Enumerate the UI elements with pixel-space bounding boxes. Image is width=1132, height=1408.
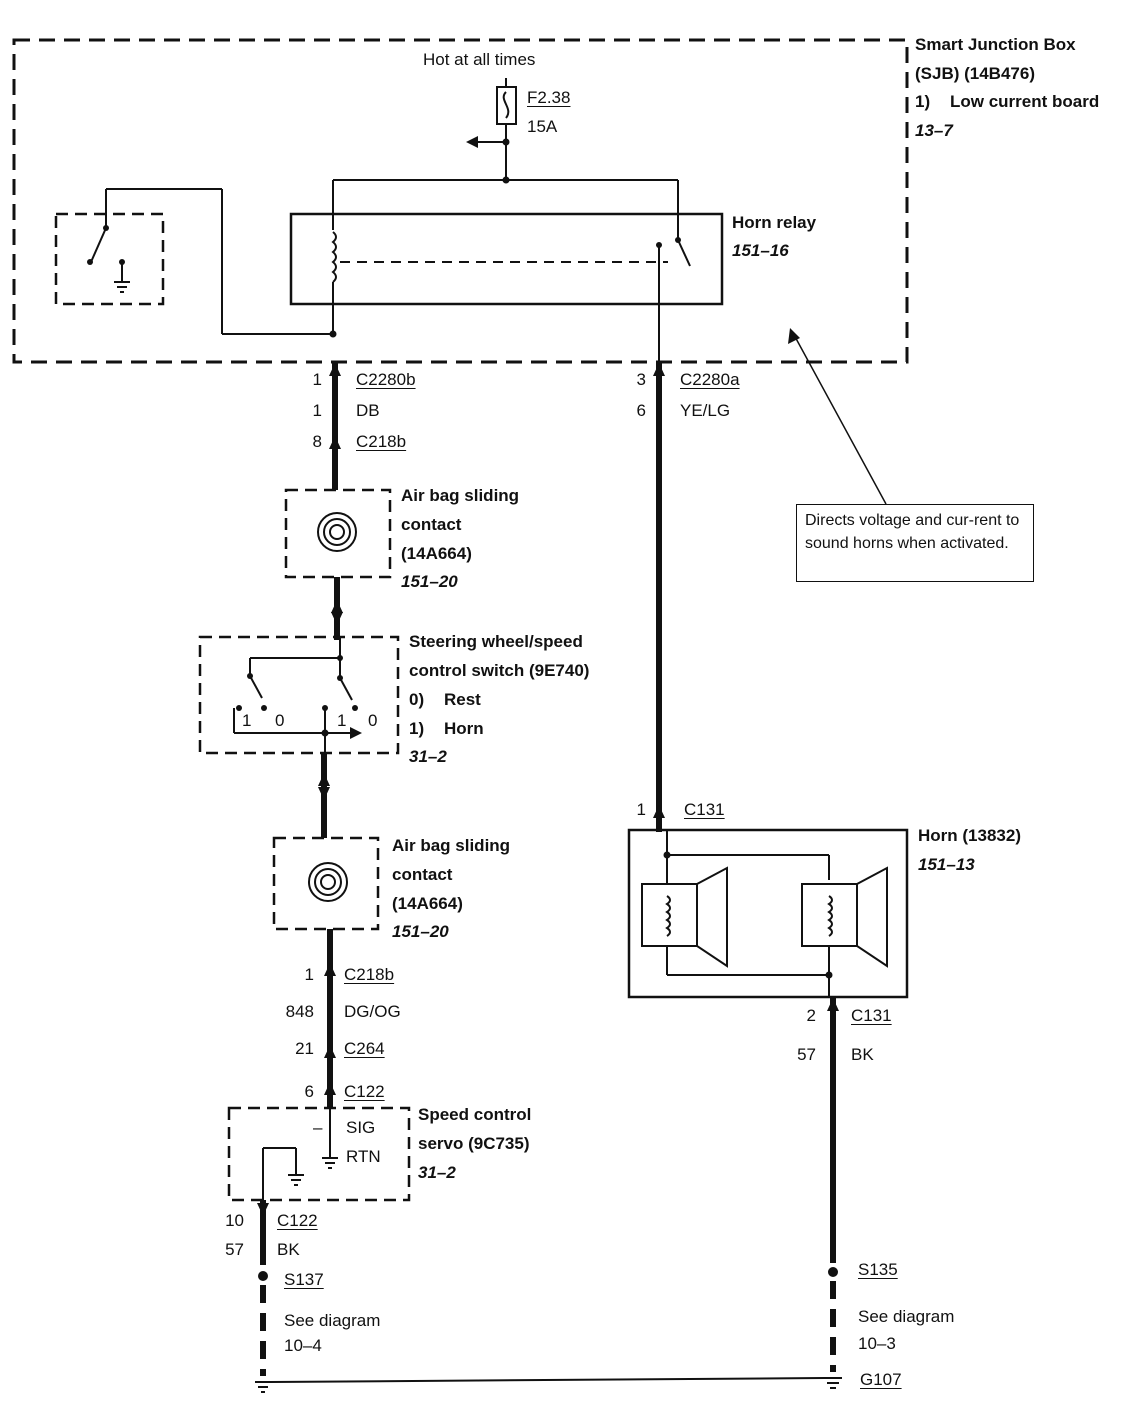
circuit-1: 1: [312, 401, 322, 420]
steering-switch-box: [198, 635, 400, 755]
conn-c2280a: C2280a: [680, 370, 740, 389]
conn-c218b-upper: C218b: [356, 432, 407, 451]
circuit-57-left: 57: [225, 1240, 244, 1259]
circuit-848: 848: [285, 1002, 314, 1021]
sjb-title: Smart Junction Box: [915, 35, 1076, 54]
pin-c264: 21: [295, 1039, 314, 1058]
sjb-internal-switch-box: [54, 212, 165, 306]
horn-label: Horn (13832): [918, 826, 1021, 845]
horn-box: [627, 828, 909, 999]
horn-relay-label: Horn relay: [732, 213, 817, 232]
steering-opt0-label: Rest: [444, 690, 481, 709]
servo-internals: [262, 1108, 338, 1215]
steering-switches: [233, 637, 362, 760]
airbag-lower-line1: Air bag sliding: [392, 836, 511, 855]
conn-c131-ground: C131: [851, 1006, 892, 1025]
switch-pos-b0: 0: [368, 711, 378, 730]
servo-line1: Speed control: [418, 1105, 532, 1124]
airbag-lower-line2: contact: [392, 865, 453, 884]
fuse-symbol: [466, 78, 517, 184]
steering-opt0-num: 0): [409, 690, 425, 709]
servo-ref: 31–2: [418, 1163, 456, 1182]
circuit-6: 6: [636, 401, 646, 420]
fuse-id: F2.38: [527, 88, 571, 107]
steering-switch-line2: control switch (9E740): [409, 661, 590, 680]
conn-c131-horn: C131: [684, 800, 725, 819]
steering-opt1-label: Horn: [444, 719, 484, 738]
clockspring-upper: [317, 512, 357, 552]
steering-switch-line1: Steering wheel/speed: [409, 632, 583, 651]
conn-c122-upper: C122: [344, 1082, 385, 1101]
color-db: DB: [356, 401, 380, 420]
see-diagram-left-ref: 10–4: [284, 1336, 322, 1355]
circuit-57-right: 57: [797, 1045, 816, 1064]
airbag-upper-line3: (14A664): [401, 544, 472, 563]
switch-pos-b1: 1: [337, 711, 347, 730]
horn-relay-ref: 151–16: [732, 241, 789, 260]
splice-s135-label: S135: [858, 1260, 898, 1279]
pin-c2280a: 3: [636, 370, 646, 389]
sjb-internal-switch: [87, 188, 337, 338]
servo-minus: –: [313, 1118, 323, 1137]
splice-s137: [258, 1271, 268, 1281]
steering-switch-ref: 31–2: [409, 747, 447, 766]
horn-internals: [641, 830, 888, 997]
sjb-ref: 13–7: [915, 121, 953, 140]
pin-c122-lower: 10: [225, 1211, 244, 1230]
conn-c2280b: C2280b: [356, 370, 416, 389]
conn-c264: C264: [344, 1039, 385, 1058]
splice-s137-label: S137: [284, 1270, 324, 1289]
sjb-dashed-box: [12, 38, 909, 364]
servo-line2: servo (9C735): [418, 1134, 530, 1153]
clockspring-lower: [308, 862, 348, 902]
airbag-upper-line1: Air bag sliding: [401, 486, 520, 505]
relay-contact: [656, 237, 691, 372]
relay-coil: [331, 231, 337, 334]
splice-s135: [828, 1267, 838, 1277]
servo-sig: SIG: [346, 1118, 376, 1137]
see-diagram-right-ref: 10–3: [858, 1334, 896, 1353]
pin-c122-upper: 6: [304, 1082, 314, 1101]
conn-c218b-lower: C218b: [344, 965, 395, 984]
pin-c131-horn: 1: [636, 800, 646, 819]
airbag-upper-line2: contact: [401, 515, 462, 534]
pin-c218b-upper: 8: [312, 432, 322, 451]
note-callout: Directs voltage and cur-rent to sound ho…: [796, 504, 1034, 582]
ground-bus: [270, 1377, 825, 1383]
see-diagram-right: See diagram: [858, 1307, 955, 1326]
color-bk-right: BK: [851, 1045, 874, 1064]
switch-pos-a0: 0: [275, 711, 285, 730]
sjb-subtitle: (SJB) (14B476): [915, 64, 1035, 83]
ground-g107-label: G107: [860, 1370, 902, 1389]
servo-rtn: RTN: [346, 1147, 381, 1166]
airbag-lower-ref: 151–20: [392, 922, 449, 941]
airbag-lower-box: [272, 836, 380, 931]
airbag-upper-box: [284, 488, 392, 579]
sjb-sub-label: Low current board: [950, 92, 1100, 111]
airbag-lower-line3: (14A664): [392, 894, 463, 913]
sjb-sub-num: 1): [915, 92, 931, 111]
note-leader: [792, 332, 887, 505]
horn-relay-box: [289, 212, 724, 306]
color-bk-left: BK: [277, 1240, 300, 1259]
conn-c122-lower: C122: [277, 1211, 318, 1230]
airbag-upper-ref: 151–20: [401, 572, 458, 591]
fuse-rating: 15A: [527, 117, 558, 136]
color-ye-lg: YE/LG: [680, 401, 731, 420]
pin-c131-ground: 2: [806, 1006, 816, 1025]
steering-opt1-num: 1): [409, 719, 425, 738]
switch-pos-a1: 1: [242, 711, 252, 730]
pin-c2280b: 1: [312, 370, 322, 389]
power-label: Hot at all times: [423, 50, 536, 69]
servo-box: [227, 1106, 411, 1202]
horn-ref: 151–13: [918, 855, 975, 874]
color-dg-og: DG/OG: [344, 1002, 401, 1021]
pin-c218b-lower: 1: [304, 965, 314, 984]
see-diagram-left: See diagram: [284, 1311, 381, 1330]
